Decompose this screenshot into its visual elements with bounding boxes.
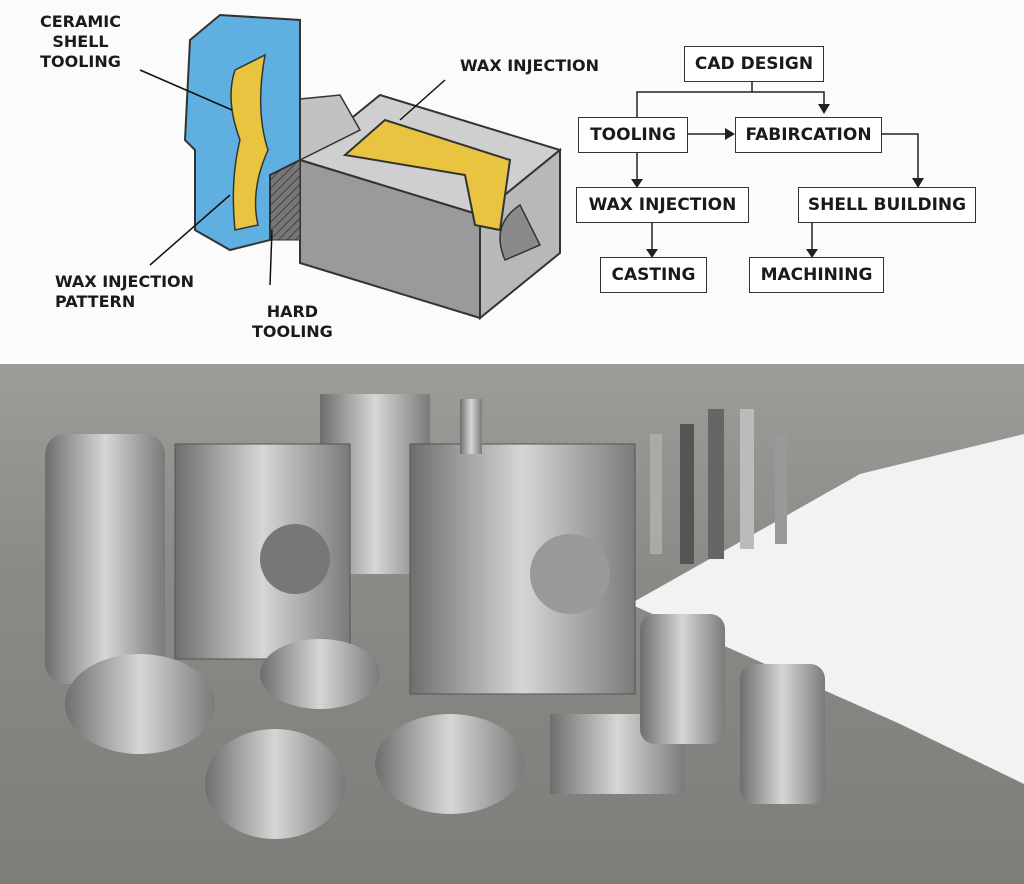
diagram-panel: CERAMIC SHELL TOOLING WAX INJECTION WAX …	[0, 0, 1024, 364]
mold-illustration	[139, 13, 924, 321]
label-wax-pattern: WAX INJECTION PATTERN	[55, 272, 194, 312]
tee-fitting	[260, 639, 380, 709]
node-casting: CASTING	[600, 257, 707, 293]
drill-bits	[650, 409, 787, 564]
label-line: TOOLING	[40, 52, 121, 71]
mold-cavity	[530, 534, 610, 614]
flowchart-connectors	[636, 82, 919, 251]
node-fabrication: FABIRCATION	[735, 117, 882, 153]
node-machining: MACHINING	[749, 257, 884, 293]
machined-parts-photo	[0, 364, 1024, 884]
label-line: PATTERN	[55, 292, 136, 311]
label-line: WAX INJECTION	[55, 272, 195, 291]
label-wax-injection: WAX INJECTION	[460, 56, 600, 75]
node-wax-injection: WAX INJECTION	[576, 187, 749, 223]
bushing-part	[65, 654, 215, 754]
bushing-part	[205, 729, 345, 839]
turned-part	[45, 434, 165, 684]
node-cad-design: CAD DESIGN	[684, 46, 824, 82]
parts-scene	[45, 394, 1024, 839]
sprue-pin	[460, 399, 482, 454]
label-line: HARD	[266, 302, 319, 321]
turned-part	[640, 614, 725, 744]
mold-cavity	[260, 524, 330, 594]
hard-tooling-block	[269, 93, 563, 321]
label-ceramic-shell: CERAMIC SHELL TOOLING	[40, 12, 121, 72]
tee-fitting	[375, 714, 525, 814]
node-tooling: TOOLING	[578, 117, 688, 153]
label-line: TOOLING	[252, 322, 333, 341]
node-shell-building: SHELL BUILDING	[798, 187, 976, 223]
blueprint-sheet	[630, 434, 1024, 784]
label-line: SHELL	[52, 32, 109, 51]
turned-part	[740, 664, 825, 804]
label-hard-tooling: HARD TOOLING	[252, 302, 333, 342]
ceramic-shell	[183, 13, 301, 252]
label-line: CERAMIC	[40, 12, 121, 31]
